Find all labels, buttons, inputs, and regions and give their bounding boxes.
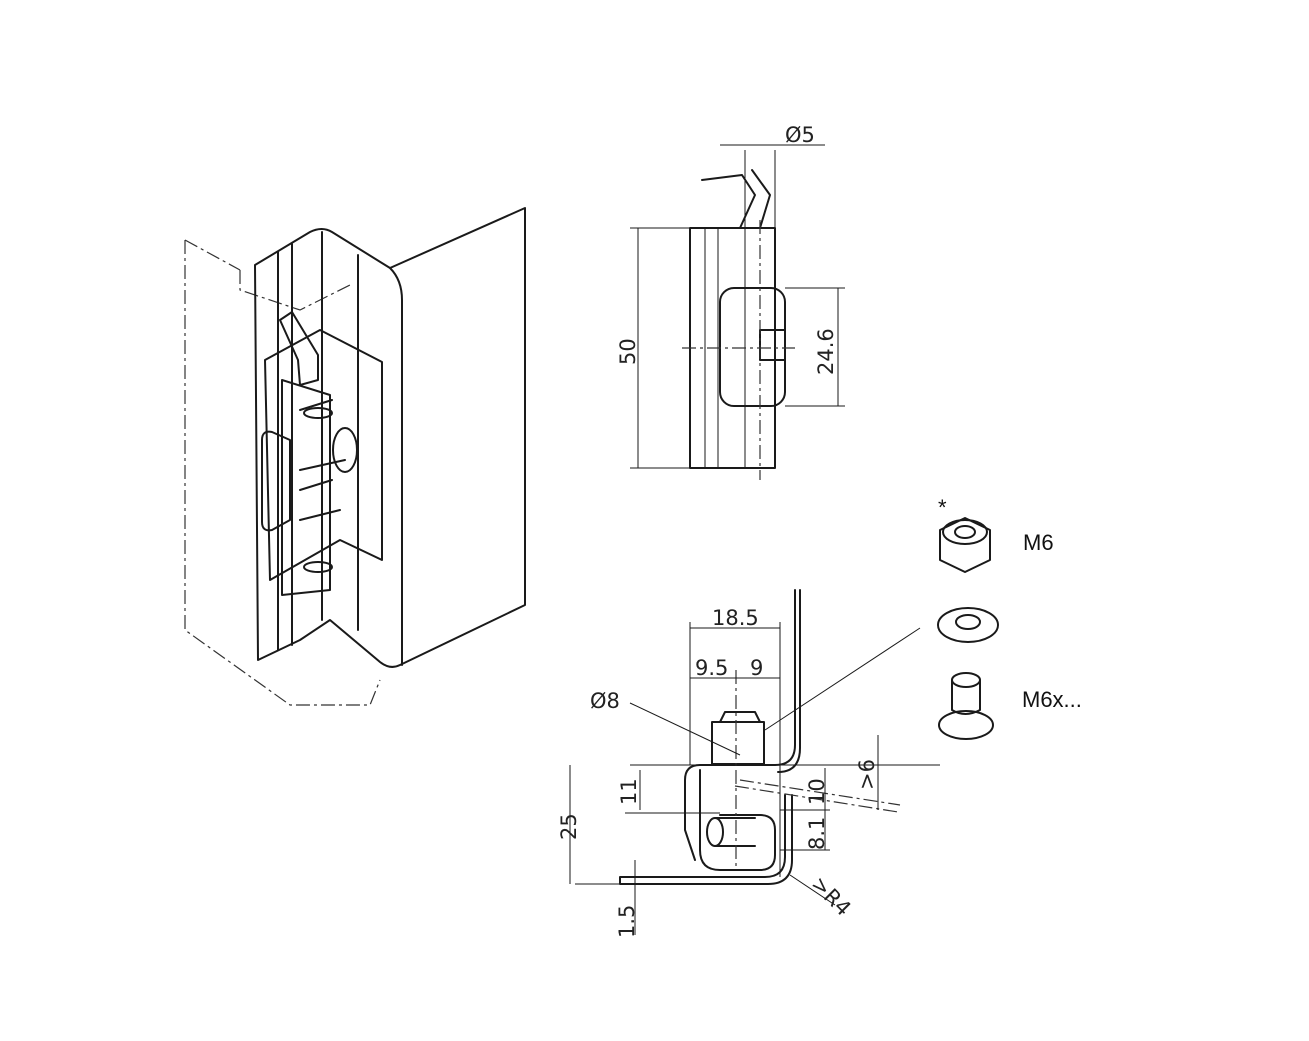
washer-icon [937, 607, 999, 643]
dim-radius: >R4 [806, 872, 855, 921]
asterisk-note: * [938, 495, 947, 520]
dim-10: 10 [805, 778, 829, 805]
dim-height: 50 [616, 338, 640, 365]
dim-thickness: 1.5 [615, 905, 639, 938]
dim-width-left: 9.5 [695, 656, 728, 680]
dim-width-right: 9 [750, 656, 763, 680]
dim-25: 25 [557, 813, 581, 840]
section-view: 18.5 9.5 9 Ø8 11 25 10 >6 8.1 >R4 1.5 [557, 589, 940, 938]
dim-11: 11 [617, 778, 641, 805]
bolt-label: M6x... [1022, 687, 1082, 712]
dim-width-total: 18.5 [712, 606, 759, 630]
isometric-hinge-view [184, 207, 526, 706]
side-view: Ø5 50 24.6 [616, 123, 845, 480]
dim-slot-height: 24.6 [814, 328, 838, 375]
dim-8-1: 8.1 [805, 817, 829, 850]
dim-bolt-diameter: Ø8 [590, 689, 620, 713]
dim-gt6: >6 [855, 759, 879, 790]
lock-nut-icon [939, 517, 991, 573]
bolt-icon [938, 672, 994, 740]
parts-list: * M6 M6x... [937, 495, 1082, 740]
nut-label: M6 [1023, 530, 1054, 555]
dim-pin-diameter: Ø5 [785, 123, 815, 147]
